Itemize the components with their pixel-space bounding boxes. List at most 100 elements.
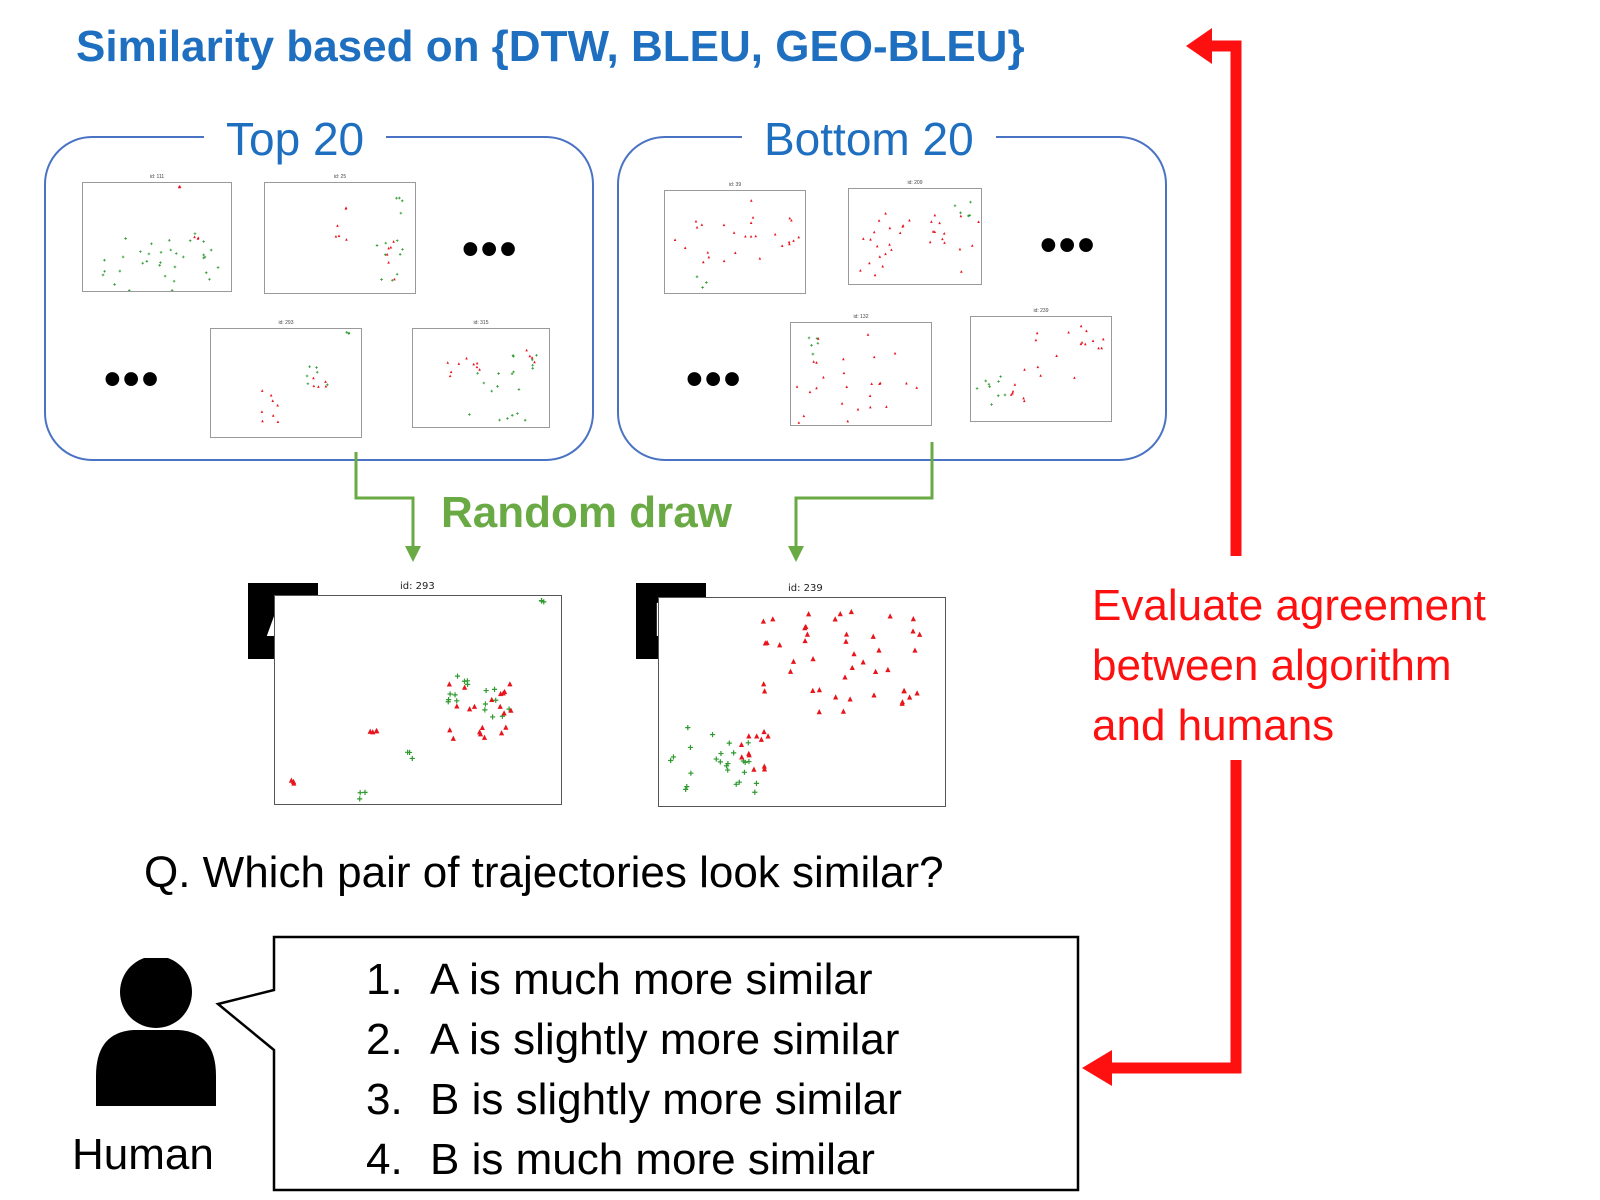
trajectory-point-red xyxy=(196,236,200,240)
trajectory-point-red xyxy=(533,360,536,364)
trajectory-point-red xyxy=(765,733,771,739)
sample-b-plot xyxy=(658,597,946,807)
trajectory-point-red xyxy=(943,241,946,244)
trajectory-point-green xyxy=(315,366,318,369)
green-connector-a xyxy=(354,452,415,548)
trajectory-point-red xyxy=(977,220,980,223)
trajectory-point-green xyxy=(464,681,471,687)
answer-option-2[interactable]: 2.A is slightly more similar xyxy=(366,1015,900,1064)
trajectory-point-red xyxy=(276,420,280,423)
trajectory-point-red xyxy=(878,255,882,258)
trajectory-point-green xyxy=(684,784,690,790)
trajectory-point-red xyxy=(893,351,897,355)
trajectory-point-red xyxy=(806,611,812,617)
trajectory-point-red xyxy=(901,224,905,227)
trajectory-point-red xyxy=(475,365,479,369)
trajectory-point-green xyxy=(326,383,329,387)
trajectory-point-green xyxy=(390,278,394,282)
trajectory-point-green xyxy=(193,232,197,236)
trajectory-point-green xyxy=(497,372,500,375)
trajectory-point-red xyxy=(797,421,801,424)
trajectory-point-red xyxy=(707,255,711,259)
trajectory-point-green xyxy=(168,238,171,242)
trajectory-point-red xyxy=(1011,389,1015,393)
trajectory-point-red xyxy=(738,741,745,748)
trajectory-point-red xyxy=(1039,374,1042,377)
trajectory-point-green xyxy=(482,707,488,713)
answer-option-1[interactable]: 1.A is much more similar xyxy=(366,955,873,1004)
trajectory-point-red xyxy=(288,777,295,783)
trajectory-point-red xyxy=(446,681,452,687)
trajectory-point-red xyxy=(271,399,275,402)
trajectory-point-green xyxy=(128,290,130,291)
trajectory-point-green xyxy=(202,253,205,257)
trajectory-point-red xyxy=(700,223,704,226)
trajectory-point-red xyxy=(530,356,534,359)
answer-option-3[interactable]: 3.B is slightly more similar xyxy=(366,1075,902,1124)
trajectory-point-red xyxy=(734,251,737,255)
trajectory-point-red xyxy=(816,709,822,715)
trajectory-point-green xyxy=(357,796,363,802)
trajectory-point-green xyxy=(202,256,206,260)
thumbnail-title: id: 315 xyxy=(473,320,489,326)
trajectory-point-red xyxy=(393,277,396,281)
trajectory-point-red xyxy=(1097,346,1100,350)
trajectory-point-red xyxy=(1091,339,1095,342)
trajectory-point-green xyxy=(988,385,991,388)
trajectory-point-red xyxy=(842,371,846,375)
trajectory-point-red xyxy=(312,384,316,388)
trajectory-point-red xyxy=(901,688,907,694)
trajectory-point-green xyxy=(683,786,689,792)
red-arrowhead-up xyxy=(1186,28,1212,64)
trajectory-point-green xyxy=(496,385,499,388)
trajectory-point-red xyxy=(876,647,882,653)
trajectory-point-green xyxy=(741,769,748,775)
trajectory-point-green xyxy=(969,200,972,204)
trajectory-point-red xyxy=(847,696,853,702)
top20-thumbnail-1: id: 111 xyxy=(82,174,232,292)
trajectory-point-red xyxy=(193,235,196,239)
answer-option-4[interactable]: 4.B is much more similar xyxy=(366,1135,875,1184)
trajectory-point-red xyxy=(260,410,264,413)
trajectory-point-red xyxy=(479,724,485,730)
red-arrow-down xyxy=(1110,760,1242,1074)
trajectory-point-green xyxy=(398,253,402,256)
trajectory-point-green xyxy=(987,382,991,386)
trajectory-point-green xyxy=(476,371,479,375)
trajectory-point-red xyxy=(812,360,816,363)
trajectory-point-green xyxy=(454,673,461,679)
trajectory-point-green xyxy=(461,678,468,684)
trajectory-point-red xyxy=(856,407,860,411)
trajectory-point-green xyxy=(512,355,515,358)
trajectory-point-red xyxy=(751,216,755,219)
trajectory-point-red xyxy=(787,240,791,244)
trajectory-point-red xyxy=(887,613,893,619)
trajectory-point-red xyxy=(877,219,881,222)
trajectory-point-green xyxy=(489,714,496,720)
trajectory-point-red xyxy=(869,405,872,409)
bottom20-label: Bottom 20 xyxy=(742,116,996,162)
trajectory-point-green xyxy=(685,724,691,731)
trajectory-point-red xyxy=(497,703,503,709)
trajectory-point-red xyxy=(761,728,767,735)
trajectory-point-green xyxy=(512,370,515,374)
trajectory-point-green xyxy=(531,363,534,367)
trajectory-point-red xyxy=(843,638,849,644)
trajectory-point-red xyxy=(344,206,348,210)
trajectory-point-red xyxy=(970,244,974,247)
thumbnail-title: id: 111 xyxy=(149,174,165,180)
trajectory-point-red xyxy=(749,221,753,224)
trajectory-point-green xyxy=(725,767,731,773)
trajectory-point-red xyxy=(860,659,866,665)
trajectory-point-red xyxy=(862,237,865,240)
evaluate-line-2: between algorithm xyxy=(1092,641,1452,690)
trajectory-point-red xyxy=(808,390,812,394)
trajectory-point-red xyxy=(1073,376,1076,379)
trajectory-point-green xyxy=(188,239,192,242)
bottom20-thumbnail-4: id: 239 xyxy=(970,308,1112,422)
answer-options-list: 1.A is much more similar 2.A is slightly… xyxy=(366,950,902,1190)
trajectory-point-red xyxy=(489,696,495,703)
trajectory-plot xyxy=(668,608,923,795)
trajectory-plot xyxy=(334,196,404,282)
trajectory-point-green xyxy=(208,277,211,281)
